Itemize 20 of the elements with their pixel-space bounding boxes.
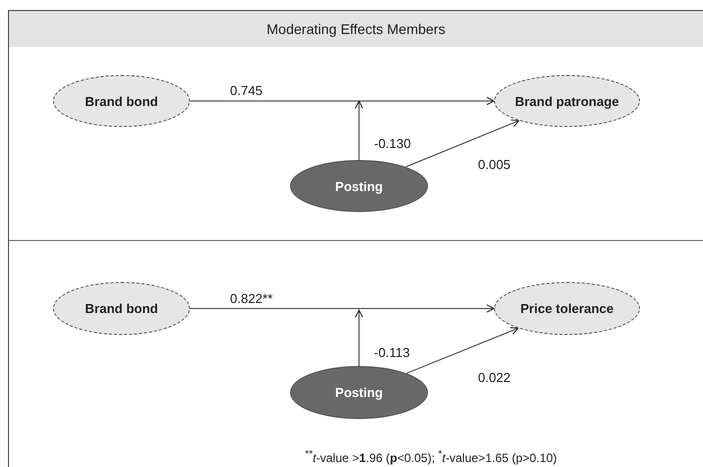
arrow <box>190 96 495 106</box>
arrow <box>406 327 519 374</box>
edge-label: 0.022 <box>478 370 511 385</box>
arrow <box>354 100 364 160</box>
edge-label: 0.822** <box>230 291 273 306</box>
construct-ellipse: Brand patronage <box>494 75 640 127</box>
construct-ellipse: Posting <box>290 160 428 212</box>
arrow <box>190 304 495 313</box>
edge-label: 0.005 <box>478 157 511 172</box>
edge-label: -0.113 <box>374 345 410 360</box>
arrow <box>405 119 520 168</box>
construct-ellipse: Posting <box>290 366 428 419</box>
edge-label: 0.745 <box>230 83 263 98</box>
construct-ellipse: Price tolerance <box>494 282 640 335</box>
arrow <box>354 309 364 366</box>
construct-ellipse: Brand bond <box>53 75 190 127</box>
significance-note: $^{**}$t-value >1.96 (p<0.05); $^{*}$t-value>1.65 (p>0.10) <box>305 449 557 465</box>
edge-label: -0.130 <box>374 136 411 151</box>
construct-ellipse: Brand bond <box>53 282 190 335</box>
title-band: Moderating Effects Members <box>9 11 703 47</box>
